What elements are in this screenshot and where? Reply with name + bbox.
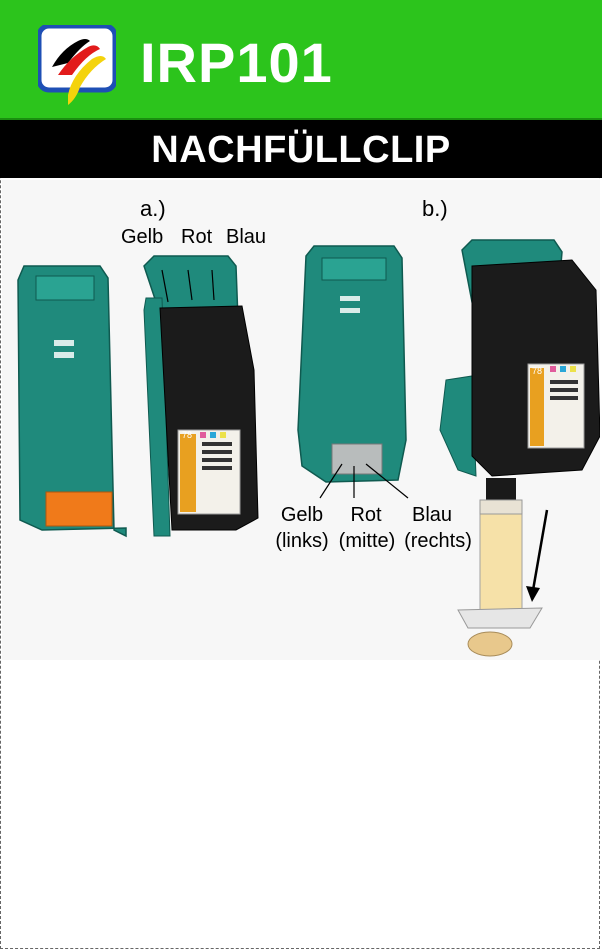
- clip-empty-1: [17, 265, 127, 538]
- clip-with-syringe: [439, 239, 600, 657]
- cartridge-illustration: [17, 239, 600, 657]
- cartridge-number-2: 78: [532, 366, 543, 376]
- top-label-blau: Blau: [226, 226, 267, 248]
- label-b: b.): [422, 196, 448, 221]
- bottom-label-links: (links): [275, 530, 329, 552]
- clip-empty-2: [297, 245, 409, 499]
- top-label-rot: Rot: [181, 226, 213, 248]
- flag-brush-logo-icon: [38, 25, 116, 105]
- top-label-gelb: Gelb: [121, 226, 164, 248]
- bottom-label-mitte: (mitte): [338, 530, 396, 552]
- bottom-label-blau: Blau: [411, 504, 453, 526]
- bottom-label-rot: Rot: [350, 504, 382, 526]
- label-a: a.): [140, 196, 166, 221]
- bottom-label-gelb: Gelb: [280, 504, 324, 526]
- title-bar: NACHFÜLLCLIP: [0, 120, 602, 178]
- clip-with-cartridge: [143, 255, 259, 537]
- product-photo: a.) b.) Gelb Rot Blau Gelb (links) Rot (…: [2, 180, 600, 660]
- product-code: IRP101: [140, 31, 333, 94]
- cartridge-number-1: 78: [182, 430, 193, 440]
- page-title: NACHFÜLLCLIP: [151, 129, 451, 171]
- header-bar: IRP101: [0, 0, 602, 120]
- bottom-label-rechts: (rechts): [404, 530, 472, 552]
